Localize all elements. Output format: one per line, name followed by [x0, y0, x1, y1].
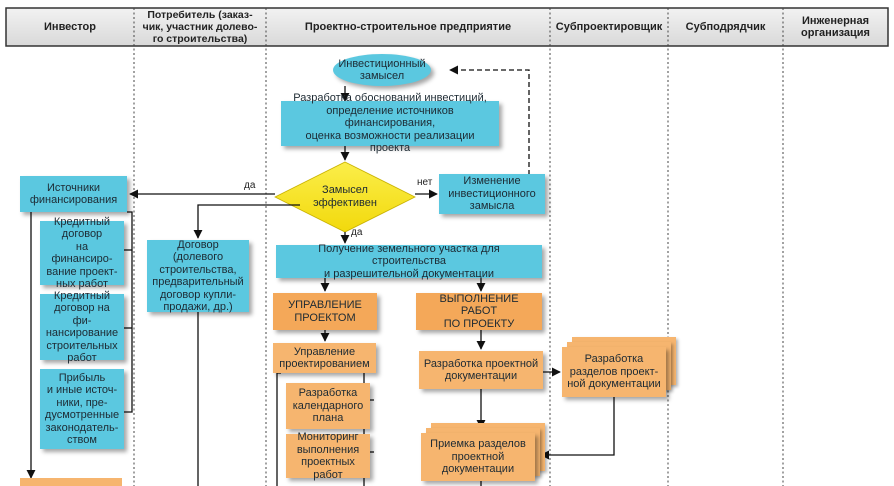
credit-construction-node: Кредитный договор на фи- нансирование ст…: [40, 290, 124, 364]
header-band: [5, 7, 889, 47]
header-subdesigner: Субпроектировщик: [555, 21, 663, 33]
edge-label-yes-left: да: [244, 180, 256, 191]
header-investor: Инвестор: [44, 21, 96, 33]
justification-node: Разработка обоснований инвестиций, опред…: [281, 92, 499, 154]
design-management-node: Управление проектированием: [273, 343, 376, 373]
edge-label-yes-down: да: [351, 227, 363, 238]
calendar-plan-node: Разработка календарного плана: [286, 383, 370, 429]
decision-label: Замысел эффективен: [313, 184, 377, 209]
lane-dividers: [133, 8, 784, 486]
credit-design-node: Кредитный договор на финансиро- вание пр…: [40, 216, 124, 290]
sub-design-sections-node: Разработка разделов проект- ной документ…: [562, 347, 666, 397]
monitoring-node: Мониторинг выполнения проектных работ: [286, 431, 370, 481]
contract-node: Договор (долевого строительства, предвар…: [147, 239, 249, 313]
land-permit-node: Получение земельного участка для строите…: [276, 243, 542, 280]
profit-other-sources-node: Прибыль и иные источ- ники, пре- дусмотр…: [40, 369, 124, 449]
investment-idea-node: Инвестиционный замысел: [333, 54, 431, 86]
investor-bottom-box: [20, 478, 122, 486]
change-idea-node: Изменение инвестиционного замысла: [439, 174, 545, 214]
design-docs-node: Разработка проектной документации: [419, 351, 543, 389]
project-management-node: УПРАВЛЕНИЕ ПРОЕКТОМ: [273, 293, 377, 330]
header-construction-company: Проектно-строительное предприятие: [304, 21, 512, 33]
acceptance-node: Приемка разделов проектной документации: [421, 433, 535, 481]
header-subcontractor: Субподрядчик: [685, 21, 766, 33]
funding-sources-node: Источники финансирования: [20, 176, 127, 212]
project-execution-node: ВЫПОЛНЕНИЕ РАБОТ ПО ПРОЕКТУ: [416, 293, 542, 330]
edge-label-no: нет: [417, 177, 433, 188]
header-consumer: Потребитель (заказ- чик, участник долево…: [142, 9, 258, 45]
header-engineering-org: Инженерная организация: [801, 15, 870, 39]
feedback-loop-arrow: [449, 65, 530, 183]
